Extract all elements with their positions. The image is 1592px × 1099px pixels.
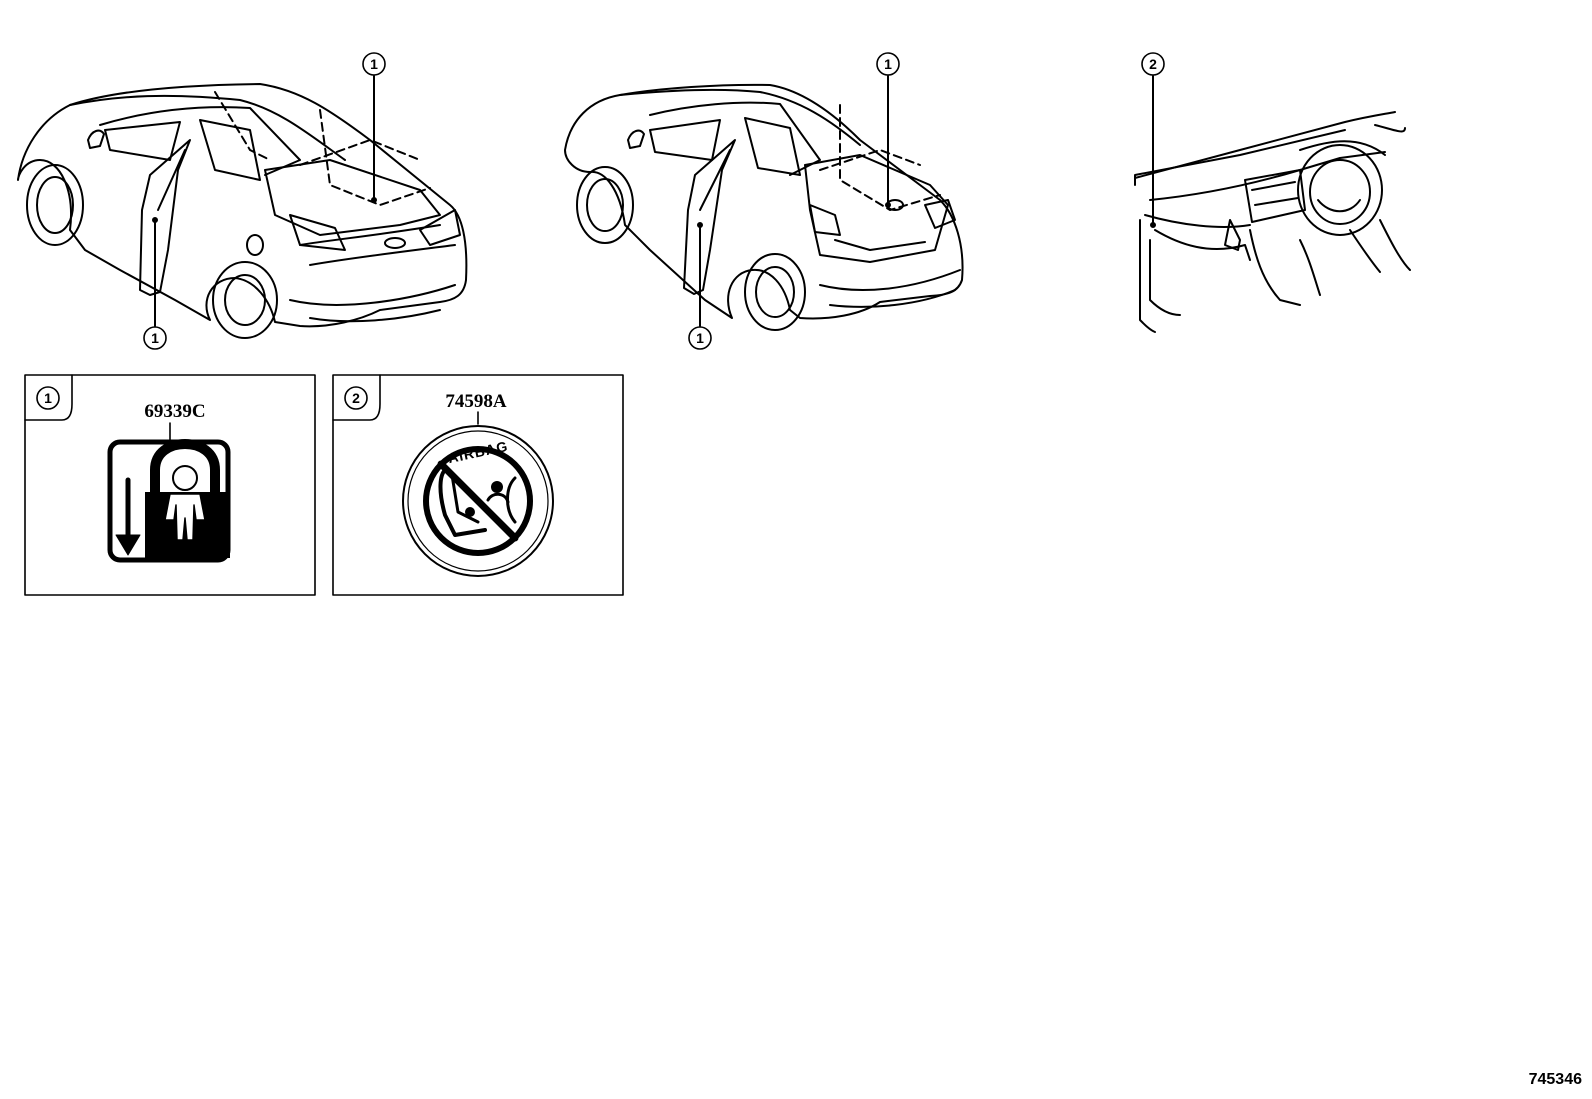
no-rear-facing-seat-airbag-label-icon [402, 425, 554, 577]
label-panel-1 [24, 374, 316, 596]
callout-sedan-top [362, 52, 386, 76]
callout-sedan-bottom-label: 1 [151, 330, 159, 346]
callout-hatch-bottom-label: 1 [696, 330, 704, 346]
callout-dash-top [1141, 52, 1165, 76]
callout-sedan-top-label: 1 [370, 56, 378, 72]
dashboard-illustration [1134, 75, 1411, 333]
child-lock-label-icon [107, 439, 231, 563]
callout-dash-top-label: 2 [1149, 56, 1157, 72]
panel-2-part-number: 74598A [445, 391, 507, 412]
panel-1-callout: 1 [44, 390, 52, 406]
panel-1-part-number: 69339C [144, 401, 205, 422]
callout-sedan-bottom [143, 326, 167, 350]
label-panel-2 [332, 374, 624, 596]
sedan-illustration [17, 75, 468, 339]
callout-hatch-bottom [688, 326, 712, 350]
hatchback-illustration [564, 75, 964, 331]
airbag-label-text: AIRBAG [446, 438, 509, 466]
callout-hatch-top [876, 52, 900, 76]
callout-hatch-top-label: 1 [884, 56, 892, 72]
diagram-id: 745346 [1528, 1071, 1582, 1088]
panel-2-callout: 2 [352, 390, 360, 406]
